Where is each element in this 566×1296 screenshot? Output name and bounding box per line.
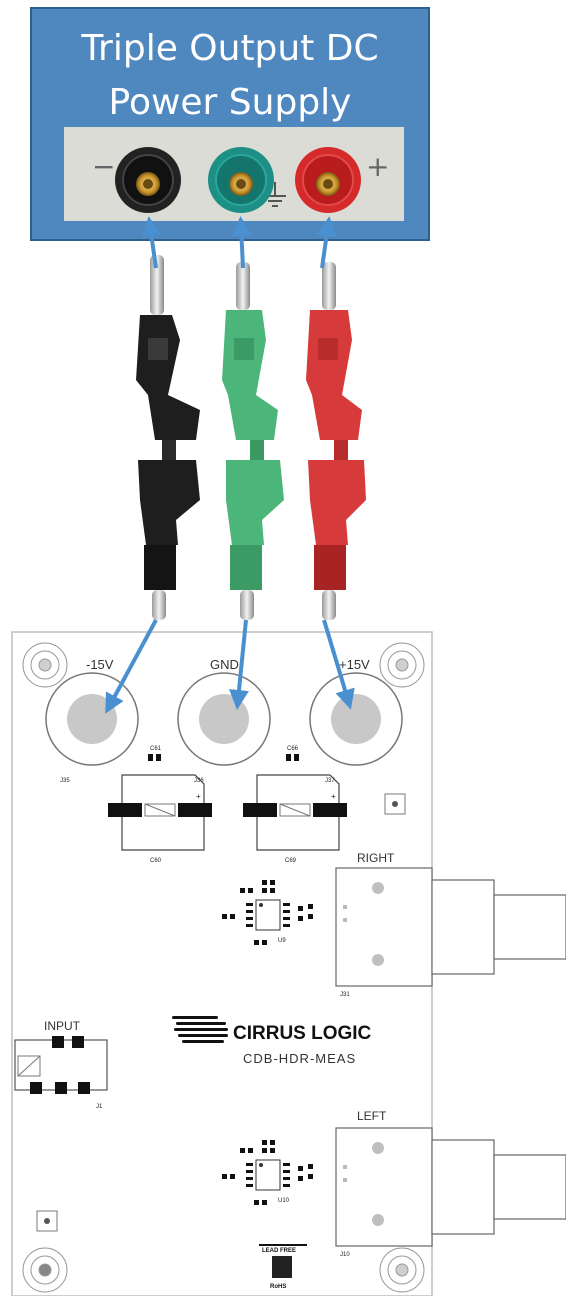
mounting-hole-top-right — [379, 642, 425, 688]
arrow-black-to-neg-jack — [105, 619, 158, 714]
input-connector[interactable] — [14, 1036, 108, 1094]
rohs-label: RoHS — [270, 1284, 286, 1290]
pos-15v-label: +15V — [339, 657, 370, 672]
black-banana-lead — [136, 255, 200, 620]
power-jack-pos[interactable] — [309, 672, 403, 766]
brand-name: CIRRUS LOGIC — [233, 1023, 372, 1044]
negative-binding-post[interactable] — [115, 147, 181, 213]
connection-arrows — [105, 216, 355, 714]
ground-binding-post[interactable] — [208, 147, 274, 213]
cirrus-logo-icon — [172, 1016, 228, 1043]
u9-label: U9 — [278, 938, 286, 944]
left-conn-label: J10 — [340, 1252, 350, 1258]
jack-j35-label: J35 — [60, 778, 70, 784]
panel-title-line1: Triple Output DC — [80, 28, 378, 69]
lead-free-label: LEAD FREE — [262, 1248, 296, 1254]
opamp-u10-footprint — [222, 1140, 313, 1205]
jack-j36-label: J36 — [194, 778, 204, 784]
cap-c60-label: C60 — [150, 858, 162, 864]
svg-text:+: + — [196, 792, 201, 801]
left-output-connector[interactable] — [335, 1127, 566, 1247]
input-label: INPUT — [44, 1019, 81, 1033]
arrow-black-to-minus — [141, 216, 162, 269]
cap-c60: + — [108, 774, 212, 851]
test-point-top-right[interactable] — [384, 793, 406, 815]
jack-j37-label: J37 — [325, 778, 335, 784]
arrow-green-to-gnd — [231, 216, 252, 269]
cap-c69-label: C69 — [285, 858, 297, 864]
mounting-hole-top-left — [22, 642, 68, 688]
board-name: CDB-HDR-MEAS — [243, 1051, 356, 1066]
power-jack-neg[interactable] — [45, 672, 139, 766]
power-jack-gnd[interactable] — [177, 672, 271, 766]
power-supply-panel: Triple Output DC Power Supply − + — [30, 7, 430, 241]
right-conn-label: J31 — [340, 992, 350, 998]
panel-title-line2: Power Supply — [109, 82, 352, 123]
neg-15v-label: -15V — [86, 657, 114, 672]
mounting-hole-bottom-right — [379, 1247, 425, 1293]
u10-label: U10 — [278, 1198, 290, 1204]
minus-symbol: − — [92, 150, 115, 183]
rohs-mark: LEAD FREE RoHS — [259, 1244, 307, 1290]
cap-c69: + — [243, 774, 347, 851]
test-point-bottom-left[interactable] — [36, 1210, 58, 1232]
plus-symbol: + — [366, 150, 389, 183]
arrow-red-to-pos-jack — [322, 619, 355, 710]
mounting-hole-bottom-left — [22, 1247, 68, 1293]
left-label: LEFT — [357, 1109, 387, 1123]
green-banana-lead — [222, 262, 284, 620]
gnd-label: GND — [210, 657, 239, 672]
arrow-green-to-gnd-jack — [229, 619, 249, 710]
cap-c66 — [286, 754, 299, 761]
eval-board: -15V GND +15V J35 J36 J37 C61 C66 — [11, 631, 566, 1296]
positive-binding-post[interactable] — [295, 147, 361, 213]
right-output-connector[interactable] — [335, 867, 566, 987]
cap-c61-label: C61 — [150, 746, 162, 752]
cap-c61 — [148, 754, 161, 761]
right-label: RIGHT — [357, 851, 395, 865]
cap-c66-label: C66 — [287, 746, 299, 752]
input-conn-label: J1 — [96, 1104, 103, 1110]
svg-text:+: + — [331, 792, 336, 801]
opamp-u9-footprint — [222, 880, 313, 945]
red-banana-lead — [306, 262, 366, 620]
arrow-red-to-plus — [316, 216, 337, 269]
